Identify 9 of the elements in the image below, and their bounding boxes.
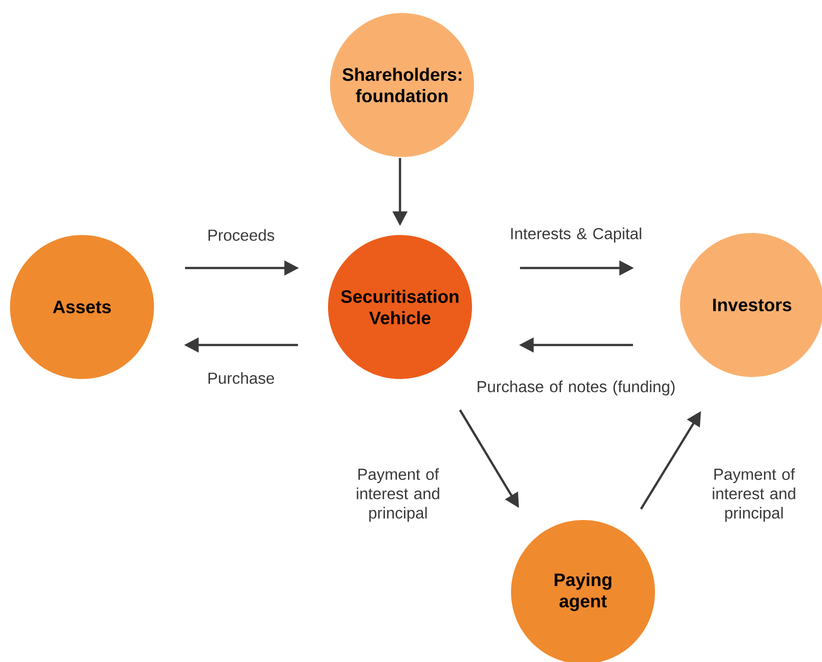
edge-label: Payment of interest and principal [356, 468, 440, 522]
circle-node: Shareholders: foundation [330, 13, 474, 157]
circle-node: Securitisation Vehicle [328, 235, 472, 379]
edge-label: Purchase [208, 372, 274, 384]
circle-node: Assets [10, 235, 154, 379]
edge-label: Purchase of notes (funding) [478, 380, 675, 396]
edge-label: Proceeds [208, 229, 274, 241]
edge-label: Payment of interest and principal [712, 468, 796, 522]
edge-label: Interests & Capital [511, 228, 642, 242]
